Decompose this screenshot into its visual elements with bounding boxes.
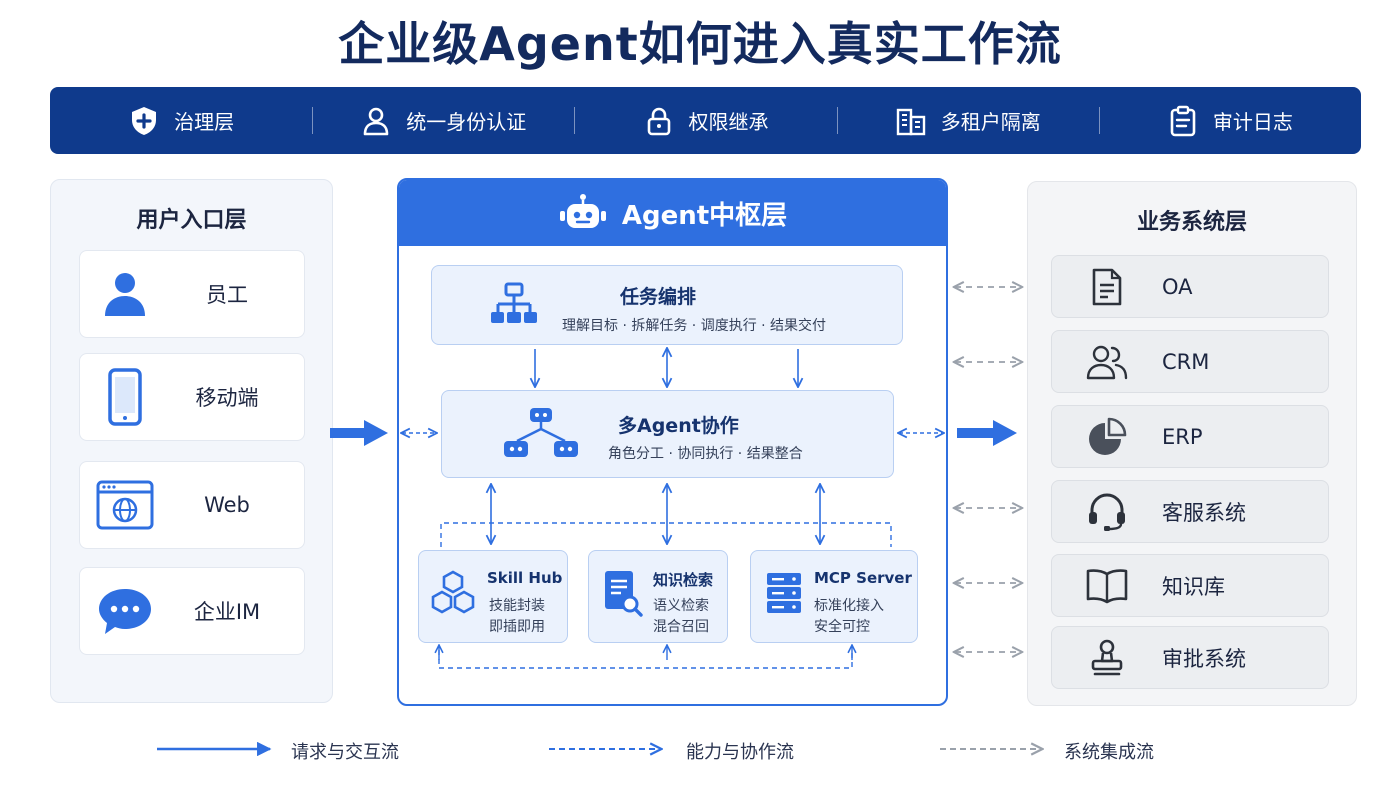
agent-hub-header: Agent中枢层	[399, 180, 946, 246]
user-card-web: Web	[79, 461, 305, 549]
pie-chart-icon	[1089, 417, 1127, 455]
gov-label: 统一身份认证	[406, 110, 527, 134]
user-icon	[363, 107, 389, 135]
business-card-crm: CRM	[1051, 330, 1329, 393]
lock-icon	[647, 107, 670, 135]
hierarchy-icon	[491, 282, 537, 323]
business-card-knowledge-base: 知识库	[1051, 554, 1329, 617]
page-title: 企业级Agent如何进入真实工作流	[338, 17, 1062, 71]
agent-hub-panel: Agent中枢层 任务编排 理解目标 · 拆解任务 · 调度执行 · 结果交付 …	[397, 178, 948, 706]
user-card-label: Web	[204, 493, 250, 517]
module-line1: 技能封装	[489, 598, 545, 614]
collaboration-subtitle: 角色分工 · 协同执行 · 结果整合	[608, 446, 803, 462]
collaboration-title: 多Agent协作	[618, 415, 739, 437]
governance-bar: 治理层 统一身份认证 权限继承 多租户隔离 审计日志	[50, 87, 1361, 154]
business-card-customer-service: 客服系统	[1051, 480, 1329, 543]
gov-label: 治理层	[174, 110, 235, 134]
user-card-employee: 员工	[79, 250, 305, 338]
gov-label: 权限继承	[688, 110, 769, 134]
skill-hub-box: Skill Hub 技能封装 即插即用	[418, 550, 568, 643]
robot-icon	[559, 194, 606, 228]
document-icon	[1092, 268, 1122, 305]
request-arrow-user-to-hub	[330, 420, 388, 446]
chat-bubble-icon	[99, 589, 151, 634]
hexagons-icon	[431, 570, 475, 614]
user-card-label: 企业IM	[193, 600, 261, 624]
module-title: MCP Server	[814, 569, 912, 587]
gov-item-identity: 统一身份认证	[312, 87, 574, 154]
business-card-erp: ERP	[1051, 405, 1329, 468]
shield-plus-icon	[132, 106, 157, 135]
agent-hub-title: Agent中枢层	[621, 200, 788, 231]
gov-label: 多租户隔离	[940, 110, 1041, 134]
buildings-icon	[896, 108, 925, 135]
business-card-label: 审批系统	[1162, 646, 1246, 671]
browser-globe-icon	[96, 480, 154, 530]
person-icon	[105, 273, 145, 316]
legend-label-request: 请求与交互流	[291, 742, 399, 763]
request-arrow-hub-to-business	[957, 420, 1017, 446]
user-entry-panel: 用户入口层 员工 移动端 Web 企业IM	[50, 179, 333, 703]
module-line2: 混合召回	[653, 619, 709, 635]
module-line1: 标准化接入	[814, 598, 884, 614]
mcp-server-box: MCP Server 标准化接入 安全可控	[750, 550, 918, 643]
task-orchestration-box: 任务编排 理解目标 · 拆解任务 · 调度执行 · 结果交付	[431, 265, 903, 345]
user-card-label: 员工	[206, 283, 248, 307]
orchestration-title: 任务编排	[620, 286, 697, 308]
integration-arrows	[955, 287, 1021, 652]
business-layer-title: 业务系统层	[1136, 210, 1247, 235]
knowledge-retrieval-box: 知识检索 语义检索 混合召回	[588, 550, 728, 643]
users-icon	[1086, 345, 1128, 379]
business-system-panel: 业务系统层 OA CRM ERP 客服系统 知识库 审批系统	[1027, 181, 1357, 706]
user-card-mobile: 移动端	[79, 353, 305, 441]
user-card-im: 企业IM	[79, 567, 305, 655]
module-title: 知识检索	[653, 571, 714, 589]
document-search-icon	[605, 571, 643, 617]
multi-robot-icon	[504, 408, 578, 457]
business-card-label: 客服系统	[1162, 500, 1246, 525]
gov-item-tenant: 多租户隔离	[836, 87, 1099, 154]
business-card-label: OA	[1162, 274, 1193, 299]
book-icon	[1086, 568, 1128, 603]
multi-agent-collaboration-box: 多Agent协作 角色分工 · 协同执行 · 结果整合	[441, 390, 894, 478]
legend-label-capability: 能力与协作流	[686, 742, 794, 763]
gov-item-governance: 治理层	[50, 87, 312, 154]
mobile-phone-icon	[108, 368, 142, 426]
gov-item-permission: 权限继承	[574, 87, 836, 154]
module-title: Skill Hub	[487, 569, 563, 587]
stamp-icon	[1091, 639, 1123, 675]
headset-icon	[1089, 493, 1125, 531]
business-card-label: CRM	[1162, 349, 1210, 374]
server-icon	[767, 573, 801, 613]
business-card-label: 知识库	[1162, 574, 1225, 599]
user-layer-title: 用户入口层	[136, 208, 247, 233]
business-card-label: ERP	[1162, 424, 1203, 449]
gov-label: 审计日志	[1212, 110, 1293, 134]
business-card-approval: 审批系统	[1051, 626, 1329, 689]
user-card-label: 移动端	[195, 386, 259, 410]
module-line1: 语义检索	[653, 598, 709, 614]
module-line2: 安全可控	[814, 619, 870, 635]
orchestration-subtitle: 理解目标 · 拆解任务 · 调度执行 · 结果交付	[562, 318, 827, 334]
business-card-oa: OA	[1051, 255, 1329, 318]
gov-item-audit: 审计日志	[1098, 87, 1361, 154]
clipboard-icon	[1170, 105, 1196, 136]
module-line2: 即插即用	[489, 619, 545, 635]
legend-label-integration: 系统集成流	[1064, 742, 1154, 763]
